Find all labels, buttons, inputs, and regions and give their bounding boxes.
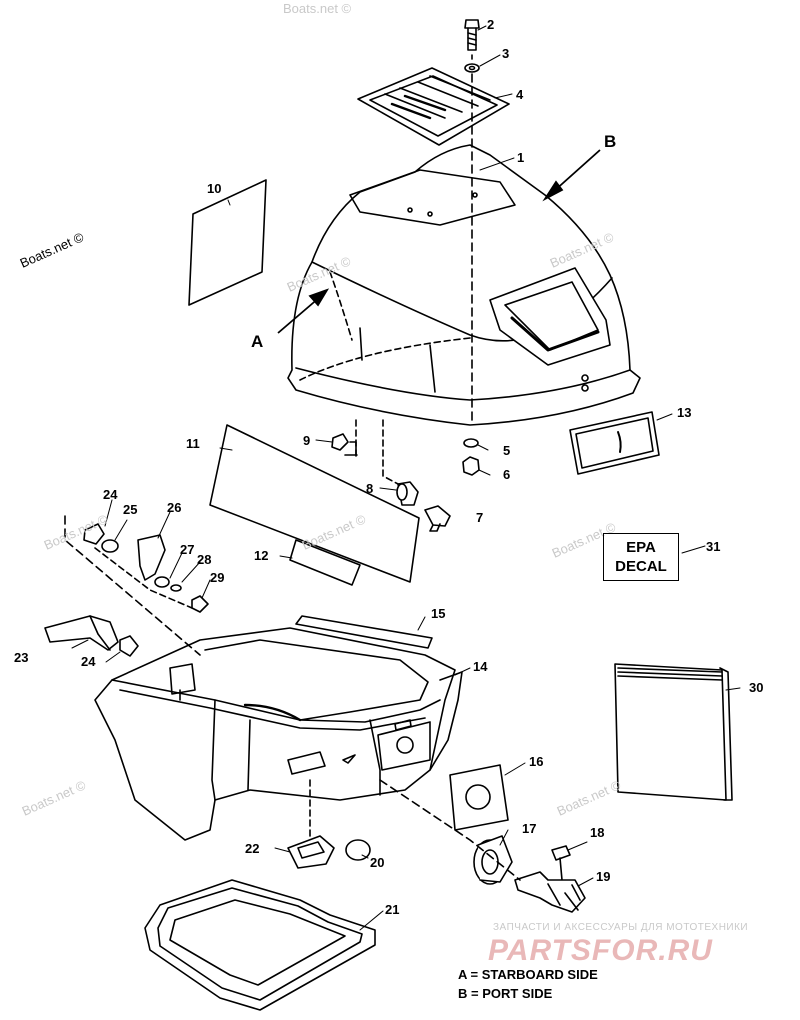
- part-label-17: 17: [522, 821, 537, 836]
- screw-2: [464, 19, 480, 51]
- fuel-connector-19: [514, 871, 586, 913]
- part-label-7: 7: [476, 510, 484, 525]
- part-label-23: 23: [14, 650, 29, 665]
- part-label-22: 22: [245, 841, 260, 856]
- washer-27: [154, 576, 170, 588]
- side-arrows: [277, 149, 601, 334]
- part-label-14: 14: [473, 659, 488, 674]
- shop-tagline: ЗАПЧАСТИ И АКСЕССУАРЫ ДЛЯ МОТОТЕХНИКИ: [493, 922, 749, 933]
- part-label-12: 12: [254, 548, 269, 563]
- part-label-16: 16: [529, 754, 544, 769]
- part-label-18: 18: [590, 825, 605, 840]
- decal-11: [209, 424, 420, 583]
- grommet-8: [396, 481, 419, 506]
- top-cowl: [287, 144, 641, 426]
- part-label-28: 28: [197, 552, 212, 567]
- part-label-5: 5: [503, 443, 511, 458]
- part-label-11: 11: [186, 436, 200, 451]
- part-label-2: 2: [487, 17, 495, 32]
- washer-3: [464, 63, 480, 73]
- decal-13: [569, 411, 660, 475]
- part-label-19: 19: [596, 869, 611, 884]
- nut-24-lower: [119, 635, 139, 657]
- gasket-16: [449, 764, 509, 831]
- washer-5: [463, 438, 479, 448]
- nut-24-upper: [83, 523, 105, 545]
- screw-18: [551, 845, 571, 881]
- epa-decal-line2: DECAL: [615, 558, 667, 575]
- gasket-21: [144, 879, 376, 1011]
- part-label-3: 3: [502, 46, 510, 61]
- grommet-17: [473, 835, 513, 885]
- part-label-8: 8: [366, 481, 374, 496]
- part-label-20: 20: [370, 855, 385, 870]
- part-label-4: 4: [516, 87, 524, 102]
- part-label-24-lower: 24: [81, 654, 96, 669]
- bottom-cowl: [94, 627, 463, 841]
- washer-28: [170, 584, 182, 592]
- part-label-24-upper: 24: [103, 487, 118, 502]
- side-mark-b: B: [604, 132, 617, 151]
- plug-20: [345, 839, 371, 861]
- decal-10: [188, 179, 267, 306]
- shop-logo: PARTSFOR.RU: [488, 934, 713, 967]
- nut-9: [331, 433, 349, 451]
- part-label-10: 10: [207, 181, 222, 196]
- latch-26: [137, 534, 166, 581]
- part-label-6: 6: [503, 467, 511, 482]
- watermark-top: Boats.net ©: [283, 1, 352, 16]
- leader-lines: [71, 25, 741, 931]
- side-mark-a: A: [251, 332, 264, 351]
- part-label-26: 26: [167, 500, 182, 515]
- part-label-30: 30: [749, 680, 764, 695]
- vent-grille: [357, 67, 510, 146]
- part-label-13: 13: [677, 405, 692, 420]
- part-label-9: 9: [303, 433, 311, 448]
- screw-7: [424, 505, 451, 532]
- part-label-27: 27: [180, 542, 195, 557]
- epa-decal-box: EPA DECAL: [603, 533, 679, 581]
- part-label-31: 31: [706, 539, 721, 554]
- part-label-25: 25: [123, 502, 138, 517]
- part-label-1: 1: [517, 150, 525, 165]
- decal-booklet-30: [614, 663, 727, 801]
- part-label-29: 29: [210, 570, 225, 585]
- epa-decal-line1: EPA: [626, 539, 656, 556]
- nut-6: [462, 456, 480, 476]
- handle-23: [44, 615, 119, 651]
- part-label-15: 15: [431, 606, 446, 621]
- tube-15: [295, 615, 433, 649]
- legend-port: B = PORT SIDE: [458, 986, 553, 1001]
- screw-29: [191, 595, 209, 613]
- legend-starboard: A = STARBOARD SIDE: [458, 967, 598, 982]
- decal-12: [289, 539, 361, 586]
- grommet-22: [287, 835, 335, 869]
- part-label-21: 21: [385, 902, 400, 917]
- washer-25: [101, 539, 119, 553]
